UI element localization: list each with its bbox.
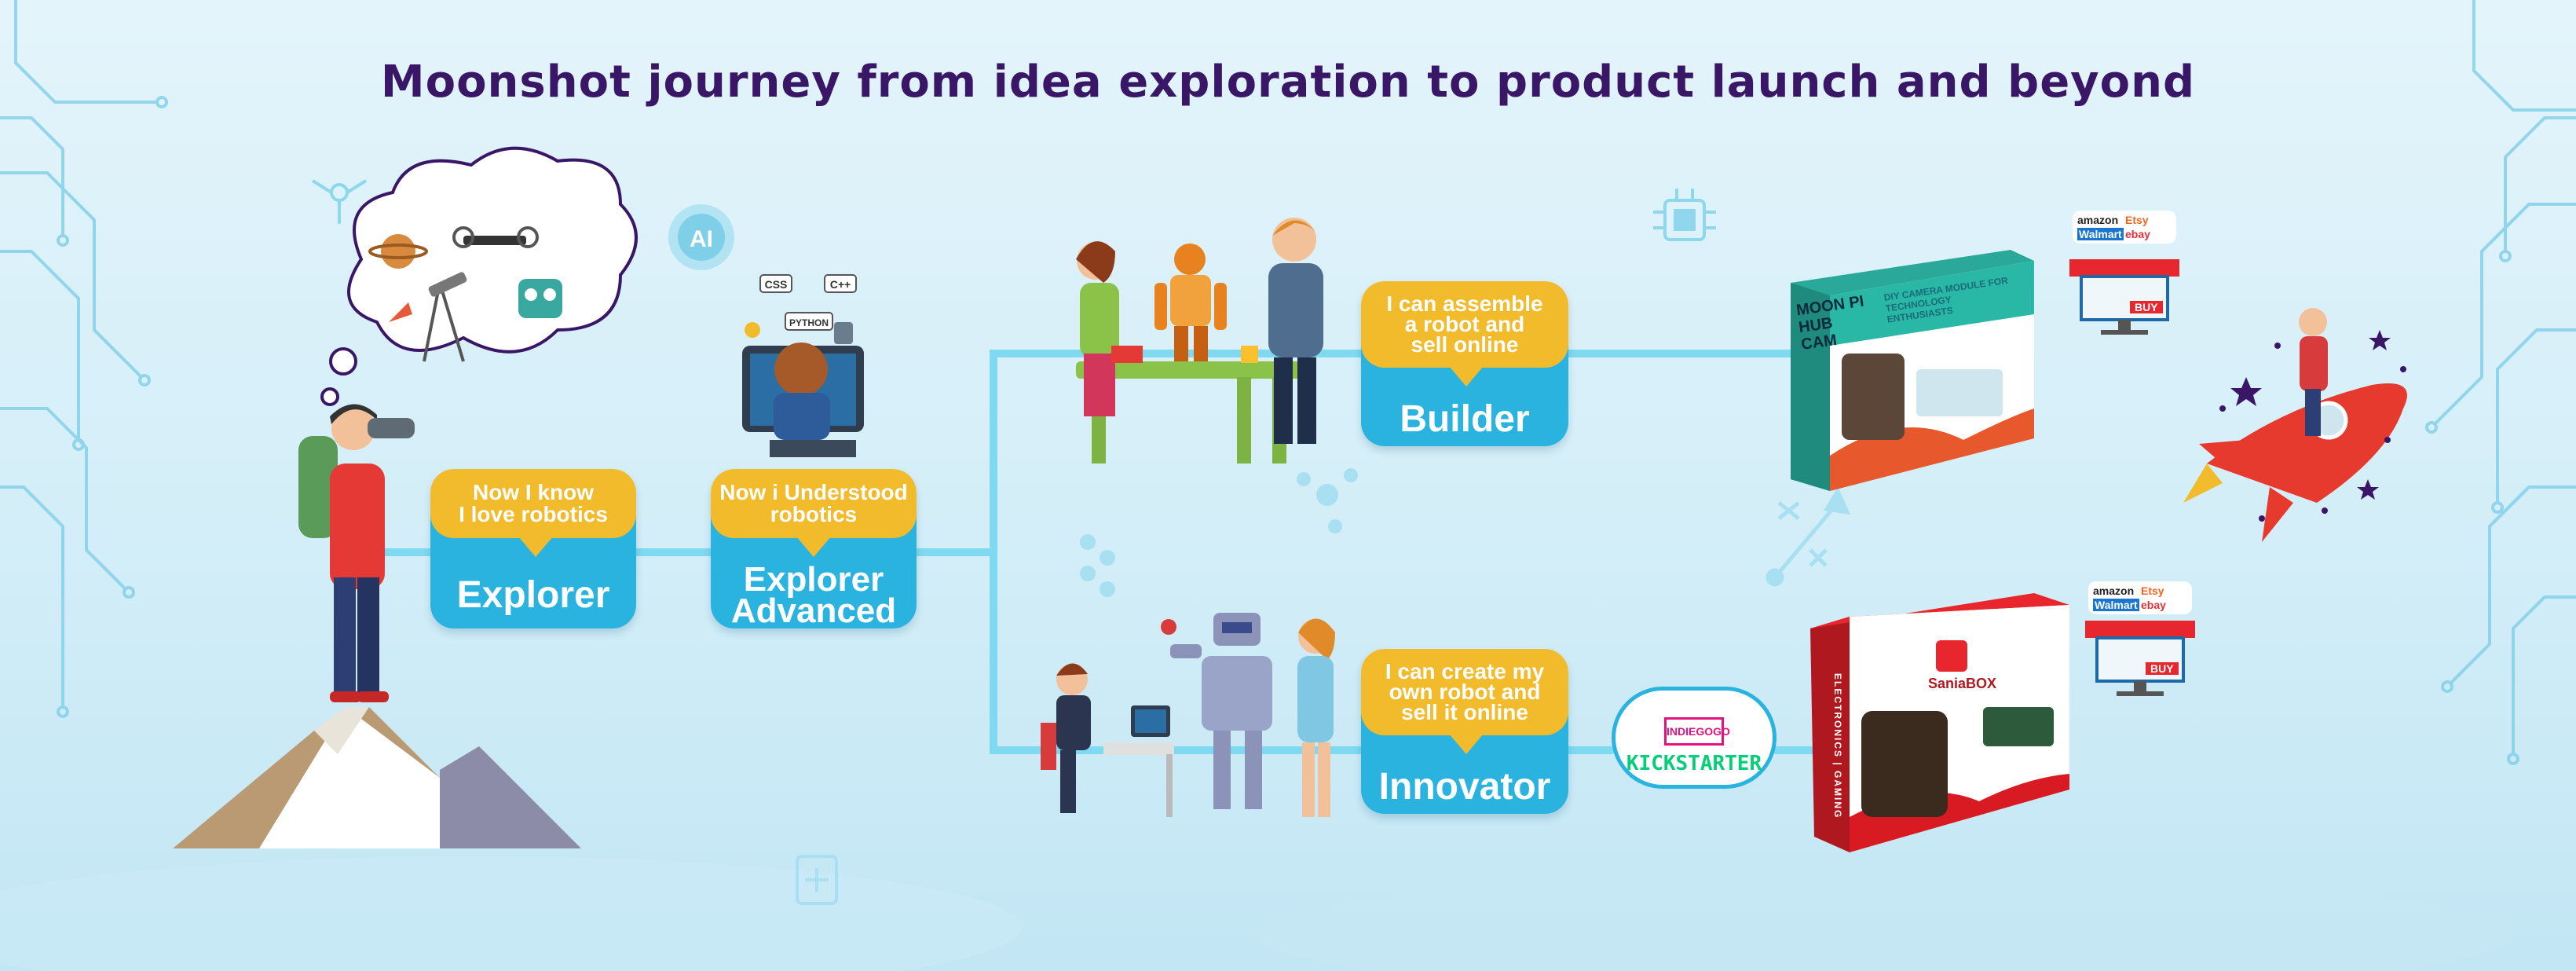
circuit-right-icon: [2425, 0, 2576, 765]
marketplace-store-top: amazon Etsy Walmart ebay: [2058, 211, 2191, 244]
marketplace-logos: amazon Etsy Walmart ebay: [2073, 211, 2176, 244]
stage-innovator-caption: I can create my own robot and sell it on…: [1361, 649, 1568, 735]
moonpi-product-name: MOON PI HUB CAM: [1795, 292, 1865, 354]
stage-innovator: I can create my own robot and sell it on…: [1361, 649, 1568, 814]
rocket-rider-icon: [2183, 308, 2407, 542]
stage-explorer: Now I know I love robotics Explorer: [430, 469, 636, 628]
caption-line: Now i Understood: [719, 480, 908, 504]
caption-line: own robot and: [1389, 680, 1541, 704]
walmart-logo: Walmart: [2093, 599, 2139, 611]
medical-chip-icon: [796, 855, 838, 905]
kickstarter-logo: KICKSTARTER: [1626, 752, 1762, 775]
ebay-logo: ebay: [2125, 228, 2150, 240]
coder-computer-icon: CSS C++ PYTHON: [742, 274, 864, 457]
explorer-person-icon: [298, 404, 415, 702]
marketplace-store-bottom: amazon Etsy Walmart ebay: [2073, 581, 2207, 614]
walmart-logo: Walmart: [2077, 228, 2124, 240]
caption-line: sell online: [1411, 332, 1519, 357]
svg-text:AI: AI: [690, 226, 713, 252]
etsy-logo: Etsy: [2125, 214, 2149, 226]
saniabox-product-box: [1810, 593, 2069, 852]
marketplace-logos: amazon Etsy Walmart ebay: [2088, 581, 2192, 614]
caption-line: a robot and: [1404, 312, 1525, 336]
speech-tail-icon: [1449, 366, 1484, 387]
buy-label: BUY: [2130, 301, 2163, 313]
caption-line: I can assemble: [1386, 291, 1543, 316]
circuit-left-icon: [0, 0, 168, 718]
innovator-team-icon: [1041, 613, 1335, 817]
stage-name-line: Explorer: [743, 559, 884, 599]
amazon-logo: amazon: [2077, 214, 2119, 226]
moonpi-product-box: [1791, 250, 2034, 491]
molecule-icon: [1080, 468, 1358, 597]
saniabox-side-text: ELECTRONICS | GAMING: [1832, 673, 1843, 819]
stage-name-line: Advanced: [730, 591, 897, 628]
speech-tail-icon: [796, 537, 831, 557]
caption-line: Now I know: [473, 480, 594, 504]
amazon-logo: amazon: [2093, 584, 2135, 597]
builder-team-icon: [1076, 218, 1323, 464]
ai-badge-icon: AI: [668, 204, 734, 270]
stage-explorer-advanced-caption: Now i Understood robotics: [711, 469, 917, 538]
stage-explorer-caption: Now I know I love robotics: [430, 469, 636, 538]
online-store-icon: [2069, 259, 2179, 335]
stage-explorer-advanced: Now i Understood robotics Explorer Advan…: [711, 469, 917, 628]
svg-text:PYTHON: PYTHON: [789, 317, 829, 328]
buy-label: BUY: [2146, 662, 2179, 675]
page-title: Moonshot journey from idea exploration t…: [380, 57, 2196, 108]
ebay-logo: ebay: [2141, 599, 2166, 611]
speech-tail-icon: [1449, 734, 1484, 754]
saniabox-product-name: SaniaBOX: [1928, 676, 1997, 691]
indiegogo-logo: INDIEGOGO: [1664, 717, 1730, 746]
thought-cloud-icon: [320, 146, 638, 406]
arrow-graph-icon: [1766, 486, 1851, 587]
network-icon: [311, 179, 368, 224]
stage-builder: I can assemble a robot and sell online B…: [1361, 281, 1568, 446]
caption-line: I can create my: [1385, 659, 1545, 683]
caption-line: I love robotics: [459, 502, 608, 526]
stage-name-line: Innovator: [1378, 765, 1551, 808]
caption-line: sell it online: [1401, 700, 1528, 724]
caption-line: robotics: [770, 502, 858, 526]
stage-name-line: Builder: [1400, 398, 1530, 440]
crowdfunding-badge: INDIEGOGO KICKSTARTER: [1612, 687, 1776, 789]
svg-text:C++: C++: [830, 278, 851, 291]
svg-text:CSS: CSS: [765, 278, 788, 291]
online-store-icon: [2085, 621, 2195, 696]
stage-name-line: Explorer: [456, 574, 610, 616]
etsy-logo: Etsy: [2141, 584, 2164, 597]
mountain-icon: [173, 707, 581, 848]
speech-tail-icon: [518, 537, 553, 557]
chip-icon: [1653, 189, 1716, 241]
stage-builder-caption: I can assemble a robot and sell online: [1361, 281, 1568, 368]
